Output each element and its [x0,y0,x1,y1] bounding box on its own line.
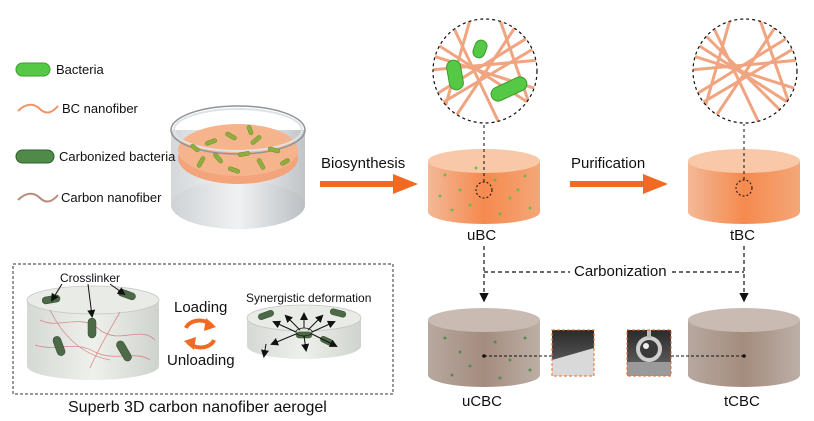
synergistic-deformation-label: Synergistic deformation [246,291,372,305]
biosynthesis-label: Biosynthesis [321,155,406,172]
carbon-nanofiber-legend-icon [17,192,59,203]
tcbc-contact-angle-image [626,329,672,377]
legend-bc-nanofiber-label: BC nanofiber [62,101,138,116]
ucbc-label: uCBC [462,393,503,410]
aerogel-mechanism-inset [12,263,394,395]
bc-nanofiber-legend-icon [17,103,59,114]
culture-dish [170,105,306,229]
carbonized-bacteria-legend-icon [15,149,55,164]
purification-label: Purification [571,155,646,172]
bacteria-legend-icon [15,62,51,77]
tbc-aerogel [688,124,800,224]
legend-carbon-nanofiber-label: Carbon nanofiber [61,190,162,205]
tcbc-label: tCBC [724,393,760,410]
carbonization-label: Carbonization [574,263,667,280]
ucbc-aerogel [428,308,552,387]
legend-carbonized-bacteria-label: Carbonized bacteria [59,149,176,164]
aerogel-caption: Superb 3D carbon nanofiber aerogel [68,399,327,416]
ucbc-contact-angle-image [551,329,595,377]
legend [15,62,59,203]
purification-arrow [570,174,668,194]
ubc-label: uBC [467,227,497,244]
loading-label: Loading [174,299,228,316]
tbc-label: tBC [730,227,756,244]
unloading-label: Unloading [167,352,235,369]
loading-cycle-icon [184,318,216,350]
crosslinker-label: Crosslinker [60,271,121,285]
ubc-zoom-circle [432,18,538,124]
tcbc-aerogel [671,308,800,387]
biosynthesis-arrow [320,174,418,194]
carbonization-connector [479,246,749,303]
compressed-aerogel-cylinder [246,304,362,359]
legend-bacteria-label: Bacteria [56,62,104,77]
crosslinked-aerogel-cylinder [26,283,160,380]
ubc-aerogel [428,124,540,224]
tbc-zoom-circle [692,18,798,124]
